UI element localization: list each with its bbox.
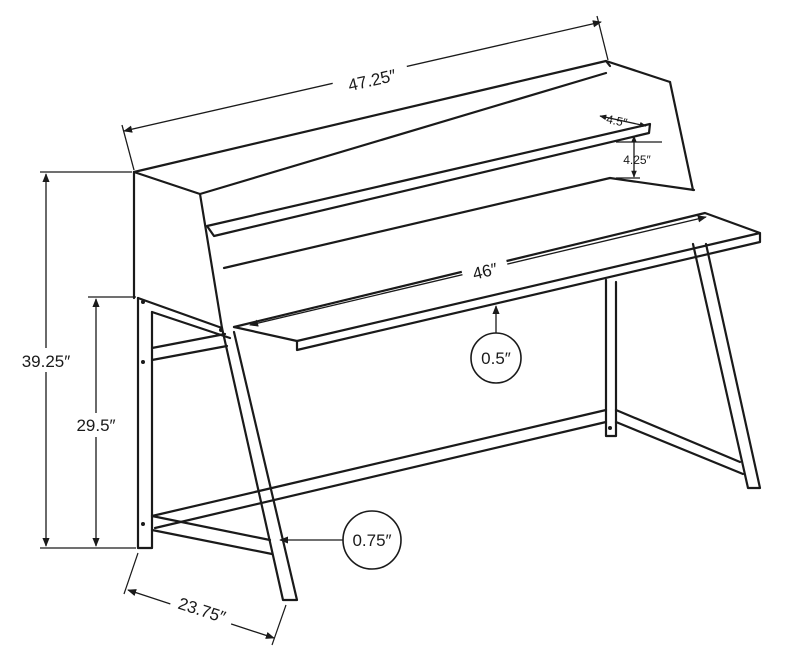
top-thickness-label: 0.5″ <box>481 349 511 368</box>
hutch-back-inner <box>198 71 608 196</box>
dim-leg-thickness: 0.75″ <box>279 510 402 570</box>
dim-desk-height: 29.5″ <box>68 296 136 547</box>
dim-desk-width: 46″ <box>249 215 707 327</box>
frame-left-bottom-bar <box>150 514 274 556</box>
desk-height-label: 29.5″ <box>76 416 115 435</box>
dim-depth: 23.75″ <box>123 552 287 646</box>
desktop-top-surface <box>232 211 762 352</box>
frame-right-bottom-bar <box>614 408 745 476</box>
shelf-height-label: 4.25″ <box>623 153 651 167</box>
desktop-rear-edge <box>222 176 696 270</box>
leg-thickness-bubble <box>342 510 402 570</box>
overall-height-label: 39.25″ <box>22 352 71 371</box>
frame-right-front-leg <box>691 242 762 490</box>
frame-right-rear-leg <box>604 278 618 438</box>
hutch-shelf <box>205 122 652 238</box>
hutch-left-panel-front <box>132 170 224 330</box>
dim-top-thickness: 0.5″ <box>470 305 522 384</box>
desktop <box>232 211 762 352</box>
hutch-right-panel <box>668 80 695 192</box>
top-thickness-bubble <box>470 332 522 384</box>
dim-shelf-height: 4.25″ <box>616 135 662 179</box>
leg-thickness-label: 0.75″ <box>352 531 391 550</box>
dim-overall-height: 39.25″ <box>14 171 136 549</box>
frame-left-mid-bar <box>150 332 229 362</box>
frame-left-front-leg <box>220 326 299 602</box>
frame <box>136 242 762 602</box>
frame-back-stretcher <box>150 408 608 530</box>
frame-left-rear-leg <box>136 296 154 550</box>
dim-shelf-depth: 4.5″ <box>599 112 647 130</box>
shelf-depth-label: 4.5″ <box>605 112 629 130</box>
hutch <box>132 59 696 330</box>
